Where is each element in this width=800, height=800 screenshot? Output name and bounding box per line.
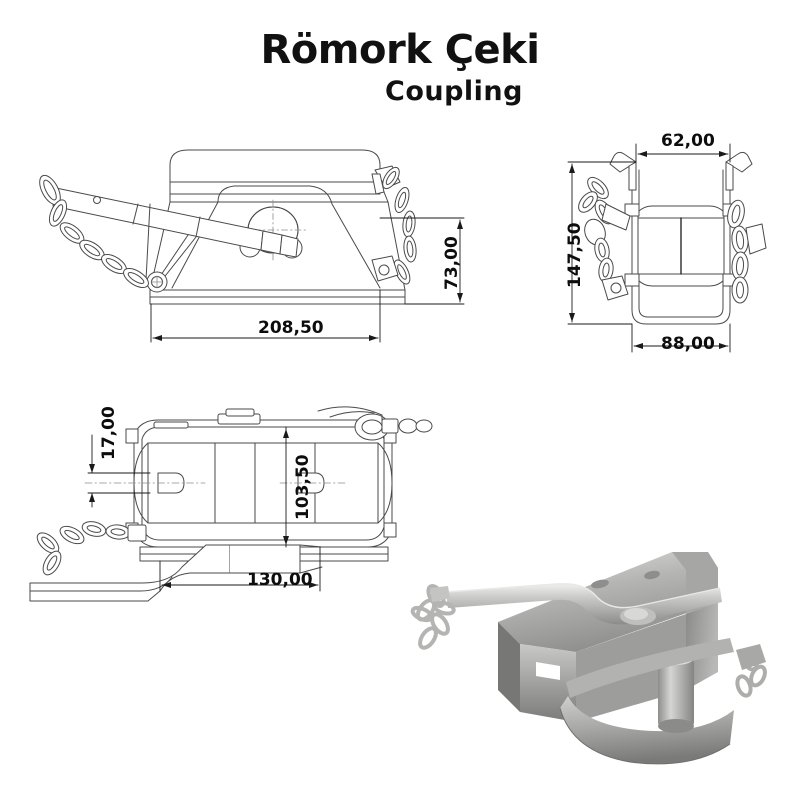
- side-view: [540, 140, 790, 360]
- dim-label-208-50: 208,50: [258, 318, 324, 338]
- front-view: [20, 130, 490, 360]
- page-title: Römork Çeki: [260, 27, 541, 73]
- dim-label-88-00: 88,00: [661, 334, 715, 354]
- dim-label-62-00: 62,00: [661, 131, 715, 151]
- dim-label-73-00: 73,00: [442, 236, 462, 290]
- top-view: [29, 395, 450, 610]
- dim-label-147-50: 147,50: [565, 222, 585, 288]
- page-subtitle: Coupling: [385, 76, 523, 107]
- dim-label-103-50: 103,50: [293, 454, 313, 520]
- dim-label-130-00: 130,00: [247, 570, 313, 590]
- dim-label-17-00: 17,00: [99, 406, 119, 460]
- product-photo: [400, 540, 800, 790]
